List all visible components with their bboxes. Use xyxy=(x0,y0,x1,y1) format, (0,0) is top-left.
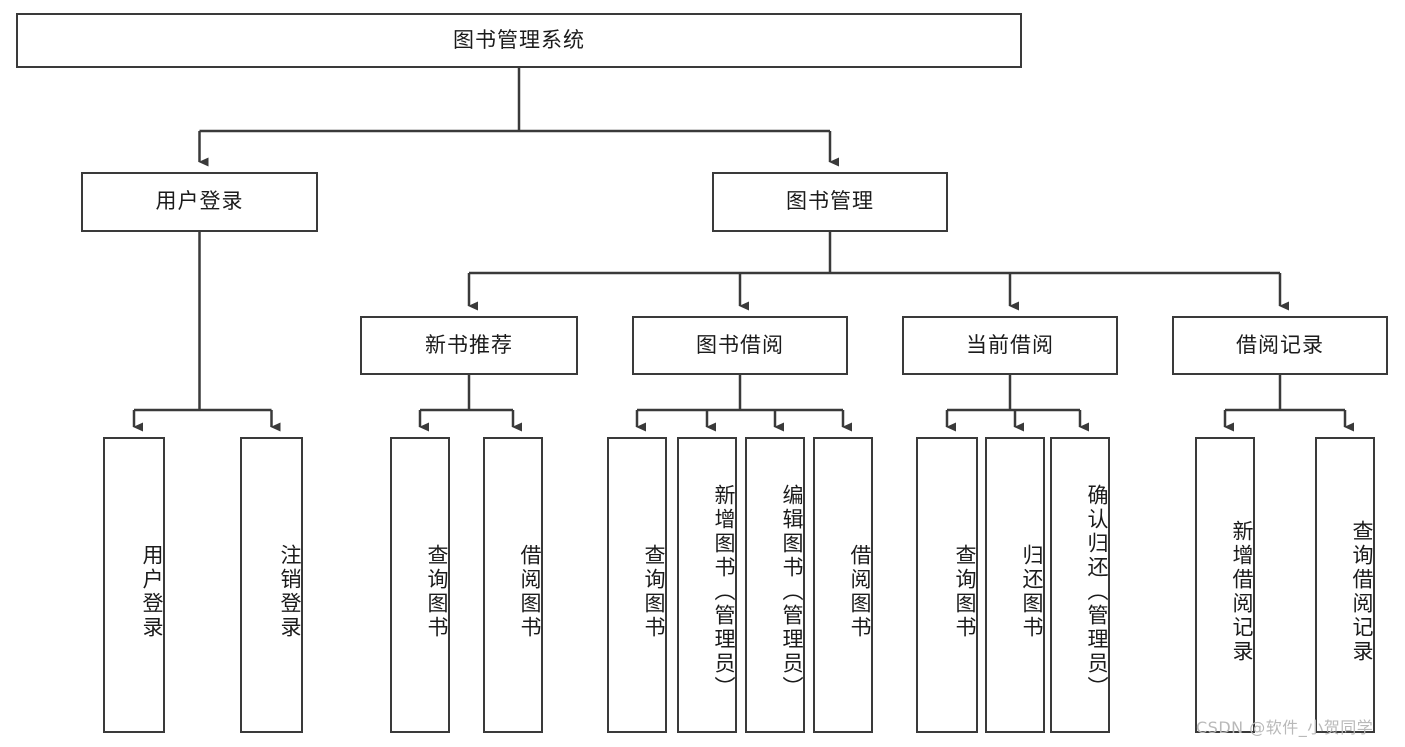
node-label: 查询图书 xyxy=(425,544,449,640)
node-leaf-add-book[interactable]: 新增图书（管理员） xyxy=(677,437,737,733)
node-leaf-logout[interactable]: 注销登录 xyxy=(240,437,303,733)
node-leaf-return[interactable]: 归还图书 xyxy=(985,437,1045,733)
node-label: 图书借阅 xyxy=(696,332,784,357)
node-leaf-query-2[interactable]: 查询图书 xyxy=(607,437,667,733)
node-label: 图书管理系统 xyxy=(453,27,585,52)
node-label: 用户登录 xyxy=(155,189,244,214)
node-leaf-query-1[interactable]: 查询图书 xyxy=(390,437,450,733)
node-leaf-borrow-2[interactable]: 借阅图书 xyxy=(813,437,873,733)
node-borrow-record[interactable]: 借阅记录 xyxy=(1172,316,1388,375)
node-leaf-edit-book[interactable]: 编辑图书（管理员） xyxy=(745,437,805,733)
node-leaf-borrow-1[interactable]: 借阅图书 xyxy=(483,437,543,733)
node-user-login[interactable]: 用户登录 xyxy=(81,172,318,232)
node-label: 新书推荐 xyxy=(425,332,513,357)
node-label: 当前借阅 xyxy=(966,332,1054,357)
node-label: 归还图书 xyxy=(1020,544,1044,640)
node-book-manage[interactable]: 图书管理 xyxy=(712,172,948,232)
node-label: 查询图书 xyxy=(953,544,977,640)
node-new-book-rec[interactable]: 新书推荐 xyxy=(360,316,578,375)
node-current-borrow[interactable]: 当前借阅 xyxy=(902,316,1118,375)
node-label: 借阅图书 xyxy=(848,544,872,640)
node-label: 借阅记录 xyxy=(1236,332,1324,357)
node-book-borrow[interactable]: 图书借阅 xyxy=(632,316,848,375)
node-label: 查询图书 xyxy=(642,544,666,640)
node-label: 新增借阅记录 xyxy=(1230,520,1254,664)
node-leaf-query-3[interactable]: 查询图书 xyxy=(916,437,978,733)
node-label: 新增图书（管理员） xyxy=(712,484,736,700)
csdn-watermark: CSDN @软件_小贺同学 xyxy=(1196,718,1374,737)
node-label: 确认归还（管理员） xyxy=(1085,484,1109,700)
node-label: 注销登录 xyxy=(278,544,302,640)
node-leaf-add-rec[interactable]: 新增借阅记录 xyxy=(1195,437,1255,733)
node-leaf-confirm[interactable]: 确认归还（管理员） xyxy=(1050,437,1110,733)
node-root[interactable]: 图书管理系统 xyxy=(16,13,1022,68)
node-leaf-query-rec[interactable]: 查询借阅记录 xyxy=(1315,437,1375,733)
node-leaf-user-login[interactable]: 用户登录 xyxy=(103,437,165,733)
node-label: 编辑图书（管理员） xyxy=(780,484,804,700)
node-label: 图书管理 xyxy=(786,189,874,214)
node-label: 查询借阅记录 xyxy=(1350,520,1374,664)
node-label: 用户登录 xyxy=(140,544,164,640)
node-label: 借阅图书 xyxy=(518,544,542,640)
